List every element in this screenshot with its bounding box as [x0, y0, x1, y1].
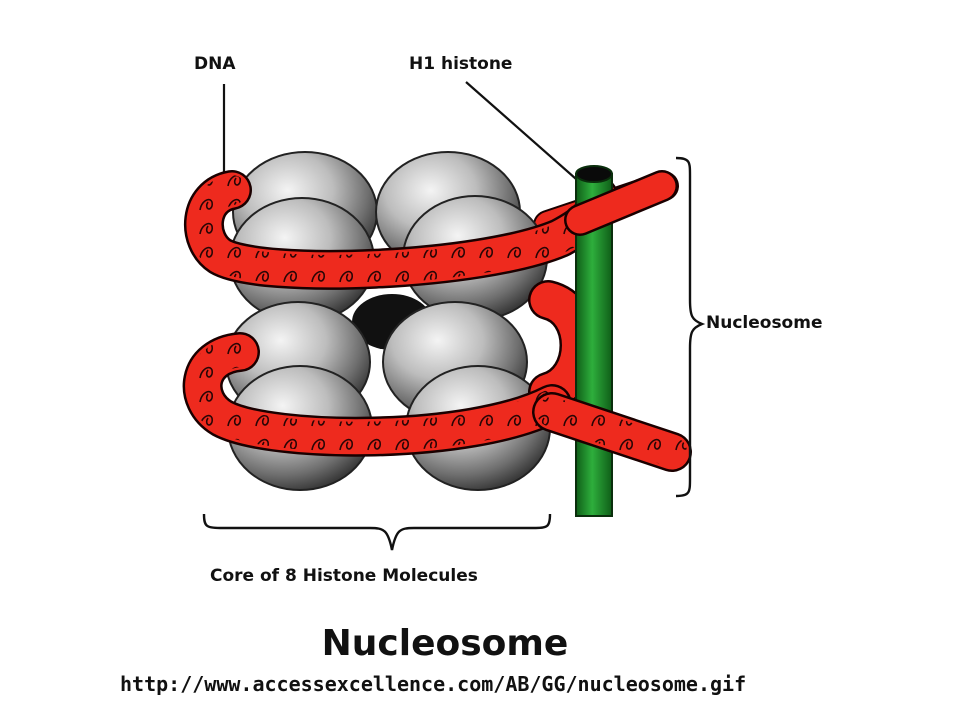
page-title: Nucleosome [321, 623, 569, 664]
dna-lower-wrap-texture [187, 337, 567, 452]
core-label: Core of 8 Histone Molecules [210, 566, 478, 586]
h1-histone-label: H1 histone [409, 54, 513, 74]
core-brace [202, 513, 552, 551]
dna-exit-texture [537, 397, 687, 467]
dna-label: DNA [194, 54, 236, 74]
h1-pointer-line [465, 81, 585, 187]
nucleosome-label: Nucleosome [706, 313, 823, 333]
nucleosome-brace [675, 156, 706, 498]
source-url: http://www.accessexcellence.com/AB/GG/nu… [120, 672, 747, 696]
dna-connector [530, 282, 597, 410]
dna-upper-end [566, 172, 676, 234]
